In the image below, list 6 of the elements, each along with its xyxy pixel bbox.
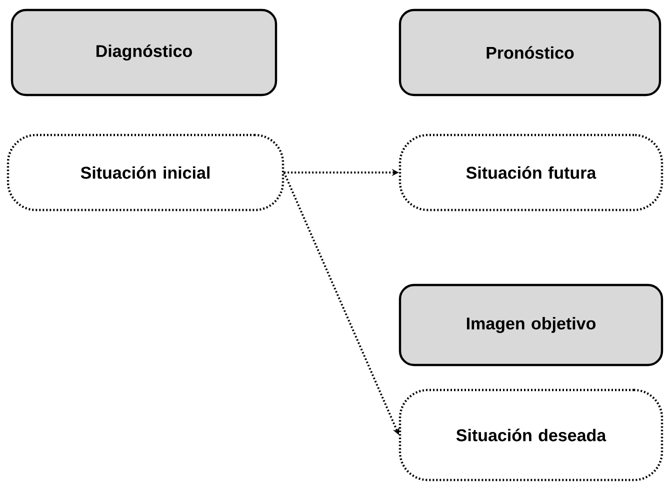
process-box: Diagnóstico — [10, 8, 278, 96]
situation-box: Situación futura — [398, 134, 664, 212]
situation-box: Situación inicial — [6, 134, 284, 212]
process-box: Imagen objetivo — [398, 284, 664, 366]
situation-box: Situación deseada — [398, 388, 664, 482]
process-box: Pronóstico — [398, 8, 662, 96]
